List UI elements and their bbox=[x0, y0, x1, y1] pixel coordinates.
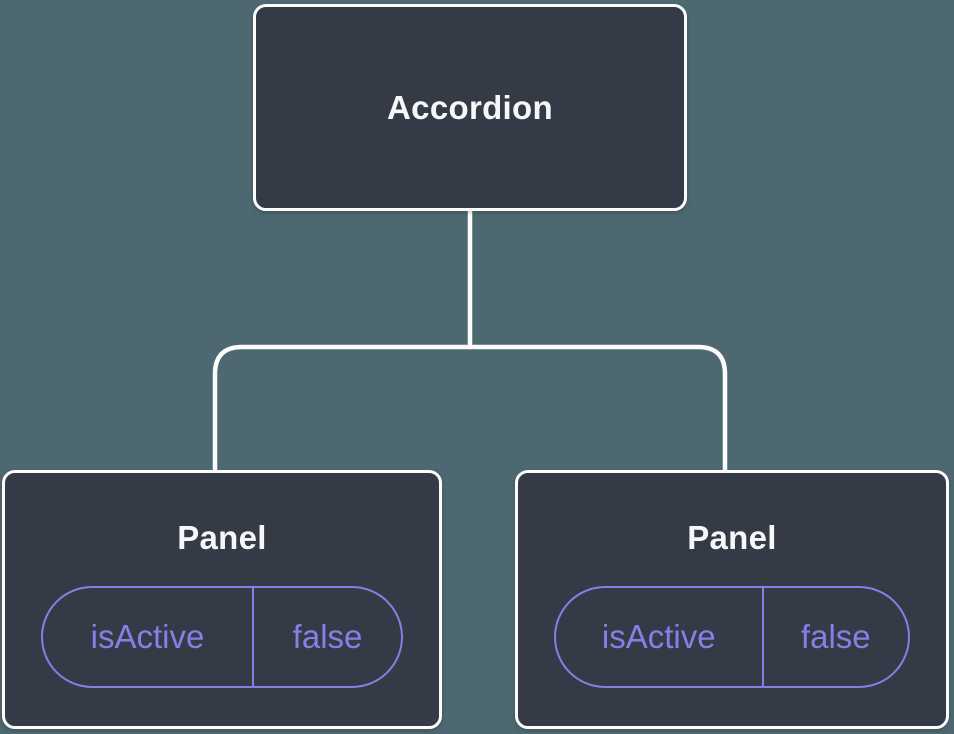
prop-name: isActive bbox=[556, 588, 764, 686]
connector-branch bbox=[212, 344, 728, 472]
state-pill: isActive false bbox=[554, 586, 910, 688]
prop-value: false bbox=[800, 618, 871, 655]
component-node-accordion: Accordion bbox=[253, 4, 687, 211]
component-node-panel-2: Panel isActive false bbox=[515, 470, 949, 729]
prop-name: isActive bbox=[43, 588, 255, 686]
node-label: Panel bbox=[687, 519, 777, 556]
node-label: Panel bbox=[177, 519, 267, 556]
node-label: Accordion bbox=[387, 88, 553, 126]
prop-value: false bbox=[292, 618, 363, 655]
state-pill: isActive false bbox=[41, 586, 403, 688]
component-node-panel-1: Panel isActive false bbox=[2, 470, 442, 729]
